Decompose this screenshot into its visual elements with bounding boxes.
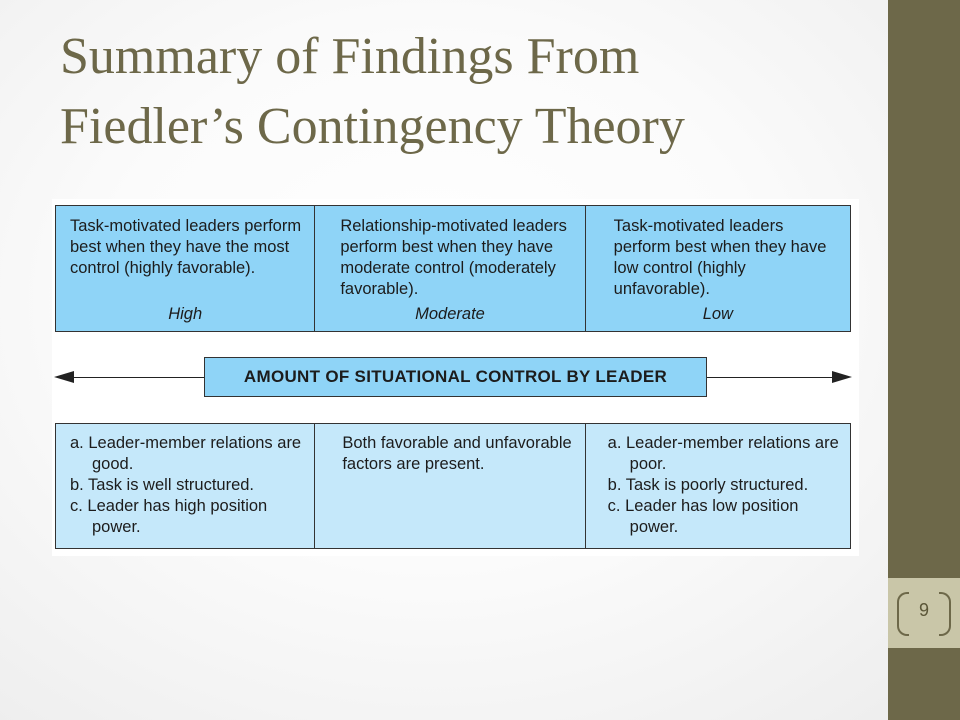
low-control-box: Task-motivated leaders perform best when… bbox=[584, 206, 850, 331]
page-number: 9 bbox=[918, 600, 929, 620]
low-control-text: Task-motivated leaders perform best when… bbox=[613, 217, 827, 298]
favorable-factor-item: a. Leader-member relations are good. bbox=[70, 434, 302, 473]
contingency-diagram: Task-motivated leaders perform best when… bbox=[52, 199, 859, 556]
unfavorable-factor-item: c. Leader has low position power. bbox=[607, 497, 799, 536]
high-control-box: Task-motivated leaders perform best when… bbox=[56, 206, 314, 331]
leader-style-row: Task-motivated leaders perform best when… bbox=[55, 205, 851, 332]
arrow-left-icon bbox=[54, 371, 74, 383]
high-level-label: High bbox=[168, 305, 203, 323]
title-line-2: Fiedler’s Contingency Theory bbox=[60, 98, 685, 155]
favorable-factor-item: c. Leader has high position power. bbox=[70, 497, 268, 536]
mixed-factors-text: Both favorable and unfavorable factors a… bbox=[342, 434, 572, 473]
situational-control-label: AMOUNT OF SITUATIONAL CONTROL BY LEADER bbox=[204, 357, 707, 397]
moderate-control-text: Relationship-motivated leaders perform b… bbox=[340, 217, 567, 298]
bracket-left-icon bbox=[897, 592, 909, 636]
bracket-right-icon bbox=[939, 592, 951, 636]
page-number-badge: 9 bbox=[888, 578, 960, 648]
title-line-1: Summary of Findings From bbox=[60, 28, 640, 85]
favorable-factors-box: a. Leader-member relations are good. b. … bbox=[56, 424, 314, 548]
situation-factors-row: a. Leader-member relations are good. b. … bbox=[55, 423, 851, 549]
high-control-text: Task-motivated leaders perform best when… bbox=[70, 217, 302, 277]
mixed-factors-box: Both favorable and unfavorable factors a… bbox=[314, 424, 584, 548]
moderate-level-label: Moderate bbox=[415, 305, 485, 323]
unfavorable-factor-item: a. Leader-member relations are poor. bbox=[607, 434, 839, 473]
moderate-control-box: Relationship-motivated leaders perform b… bbox=[314, 206, 584, 331]
low-level-label: Low bbox=[702, 305, 733, 323]
unfavorable-factors-box: a. Leader-member relations are poor. b. … bbox=[584, 424, 850, 548]
favorable-factor-item: b. Task is well structured. bbox=[70, 476, 255, 494]
unfavorable-factor-item: b. Task is poorly structured. bbox=[607, 476, 809, 494]
slide-title: Summary of Findings From Fiedler’s Conti… bbox=[60, 22, 880, 162]
arrow-right-icon bbox=[832, 371, 852, 383]
